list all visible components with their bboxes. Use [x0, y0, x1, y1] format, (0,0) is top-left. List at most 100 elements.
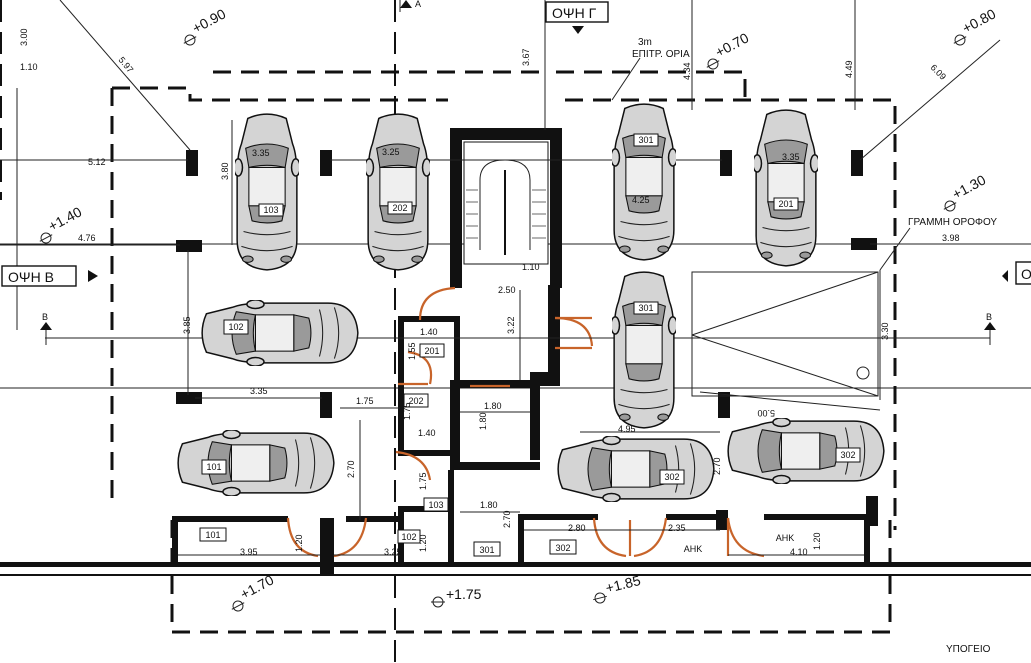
doors: [286, 286, 765, 558]
boundary-band: [0, 562, 1031, 567]
dimension-label: 1.10: [522, 262, 540, 272]
elevation-label: +1.75: [446, 586, 482, 602]
section-label: A: [415, 0, 421, 9]
elevation-label: +0.70: [713, 29, 752, 60]
car-201: [754, 109, 818, 267]
dimension-label: 3.35: [250, 386, 268, 396]
dimension-label: 1.80: [478, 412, 488, 430]
dimension-label: 4.76: [78, 233, 96, 243]
elevation-label: +1.70: [238, 571, 277, 602]
car-label: 302: [840, 450, 855, 460]
dimension-label: 1.75: [356, 396, 374, 406]
dimension-label: 1.40: [420, 327, 438, 337]
limit-note: ΕΠΙΤΡ. ΟΡΙΑ: [632, 49, 690, 60]
basement-outline: [170, 520, 892, 634]
room-label: 101: [205, 530, 220, 540]
car-101: [177, 430, 335, 496]
view-b-box: [1, 265, 77, 287]
dimension-label: 3.80: [220, 162, 230, 180]
dimension-label: 3.35: [782, 152, 800, 162]
elevation-label: +1.40: [46, 203, 85, 234]
dimension-label: 3.85: [182, 316, 192, 334]
room-label: 103: [428, 500, 443, 510]
view-c-label: Ο: [1021, 266, 1031, 282]
room-label: 201: [424, 346, 439, 356]
elevation-label: +1.30: [950, 171, 989, 202]
room-label: 202: [408, 396, 423, 406]
limit-note: 3m: [638, 37, 652, 48]
view-b-label: ΟΨΗ Β: [8, 269, 54, 285]
car-label: 201: [778, 199, 793, 209]
view-g-box: [545, 1, 609, 23]
car-301-top: [612, 103, 676, 261]
dimension-label: 3.22: [506, 316, 516, 334]
dimension-label: 4.25: [632, 195, 650, 205]
dimension-label: 4.95: [618, 424, 636, 434]
dimension-label: 3.00: [19, 28, 29, 46]
dimension-label: 5.00: [757, 408, 775, 418]
dimension-label: 1.20: [418, 534, 428, 552]
dimension-label: 3.95: [240, 547, 258, 557]
roof-line-label: ΓΡΑΜΜΗ ΟΡΟΦΟΥ: [908, 217, 997, 228]
room-label: 302: [555, 543, 570, 553]
dimension-label: 1.80: [480, 500, 498, 510]
dimension-label: 5.97: [116, 55, 135, 75]
section-marker: [984, 322, 996, 330]
dimension-label: 2.80: [568, 523, 586, 533]
view-arrow: [572, 26, 584, 34]
car-tags: [201, 133, 861, 485]
elevation-label: +0.90: [190, 5, 229, 36]
dimension-label: 1.75: [418, 472, 428, 490]
car-301-mid: [612, 271, 676, 429]
dimension-label: 6.09: [929, 62, 948, 81]
room-label: 301: [479, 545, 494, 555]
car-label: 302: [664, 472, 679, 482]
view-arrow: [1002, 270, 1008, 282]
level-title: ΥΠΟΓΕΙΟ: [946, 644, 991, 655]
stair-core: [450, 128, 562, 288]
roof-outline: [213, 70, 747, 98]
view-g-label: ΟΨΗ Γ: [552, 5, 597, 21]
dimension-label: 1.75: [402, 402, 412, 420]
section-marker: [40, 322, 52, 330]
dimension-label: 3.25: [384, 547, 402, 557]
room-label: ΑΗΚ: [684, 544, 703, 554]
view-c-box: [1015, 261, 1031, 285]
car-103: [235, 113, 299, 271]
car-label: 103: [263, 205, 278, 215]
dimension-label: 2.70: [502, 510, 512, 528]
car-label: 202: [392, 203, 407, 213]
room-tags: [199, 343, 577, 557]
dimension-label: 4.34: [682, 62, 692, 80]
dimension-label: 3.67: [521, 48, 531, 66]
room-label: 102: [401, 532, 416, 542]
dimension-label: 5.12: [88, 157, 106, 167]
dimension-label: 3.25: [382, 147, 400, 157]
dimension-label: 1.20: [294, 534, 304, 552]
section-marker: [400, 0, 412, 8]
elevation-label: +0.80: [960, 5, 999, 36]
car-302-right: [727, 418, 885, 484]
car-202: [366, 113, 430, 271]
car-label: 301: [638, 303, 653, 313]
dimension-label: 1.55: [407, 342, 417, 360]
dimension-label: 3.30: [880, 322, 890, 340]
car-label: 102: [228, 322, 243, 332]
dimension-label: 2.70: [712, 457, 722, 475]
car-302-left: [557, 436, 715, 502]
void-shaft: [691, 271, 879, 397]
dimension-label: 4.49: [844, 60, 854, 78]
car-label: 101: [206, 462, 221, 472]
dimension-label: 1.40: [418, 428, 436, 438]
dimension-label: 1.10: [20, 62, 38, 72]
dimension-lines: [0, 0, 1031, 556]
view-arrow: [88, 270, 98, 282]
dimension-label: 2.35: [668, 523, 686, 533]
car-label: 301: [638, 135, 653, 145]
dimension-label: 2.70: [346, 460, 356, 478]
dimension-label: 4.10: [790, 547, 808, 557]
dimension-label: 3.98: [942, 233, 960, 243]
dimension-label: 2.50: [498, 285, 516, 295]
dimension-label: 1.20: [812, 532, 822, 550]
